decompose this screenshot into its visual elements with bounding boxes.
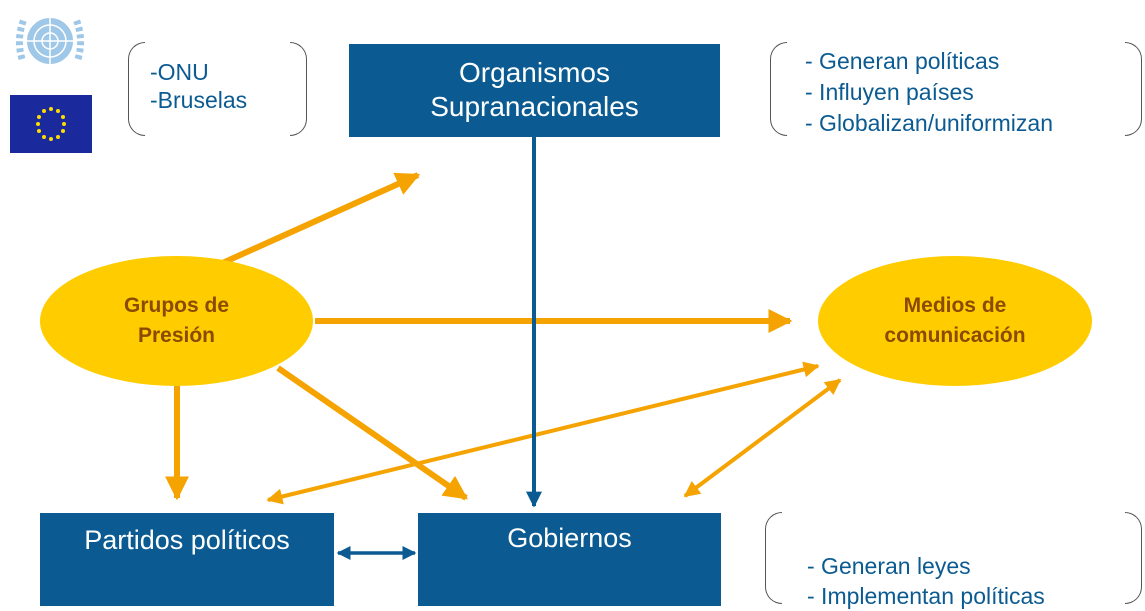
node-governments: Gobiernos [418,513,721,606]
arrow-media-parties [266,361,820,505]
supranational-roles: - Generan políticas - Influyen países - … [805,46,1053,139]
node-media-line2: comunicación [884,324,1026,347]
eu-flag-icon [10,95,92,153]
node-pressure-groups-line2: Presión [137,324,215,347]
node-governments-label: Gobiernos [507,523,632,553]
node-media: Medios de comunicación [818,256,1092,386]
node-pressure-groups: Grupos de Presión [40,256,313,386]
node-supranational-line1: Organismos [459,57,610,88]
org-list-item: -Bruselas [150,87,248,113]
un-emblem-icon [10,4,90,78]
role-item: - Generan políticas [805,48,1000,74]
arrow-media-governments [683,378,842,498]
org-list: -ONU -Bruselas [150,58,247,114]
arrow-pressure-to-governments [276,365,468,501]
node-pressure-groups-line1: Grupos de [123,293,229,317]
government-roles: - Generan leyes - Implementan políticas [807,551,1045,611]
node-parties: Partidos políticos [40,513,334,606]
role-item: - Globalizan/uniformizan [805,110,1054,136]
node-supranational: Organismos Supranacionales [349,44,720,137]
role-item: - Implementan políticas [807,583,1045,609]
arrow-pressure-to-supranational [216,172,421,268]
node-media-line1: Medios de [903,293,1007,317]
node-supranational-line2: Supranacionales [430,91,639,122]
node-parties-label: Partidos políticos [84,525,290,555]
role-item: - Influyen países [805,79,974,105]
role-item: - Generan leyes [807,553,971,579]
org-list-item: -ONU [150,59,209,85]
